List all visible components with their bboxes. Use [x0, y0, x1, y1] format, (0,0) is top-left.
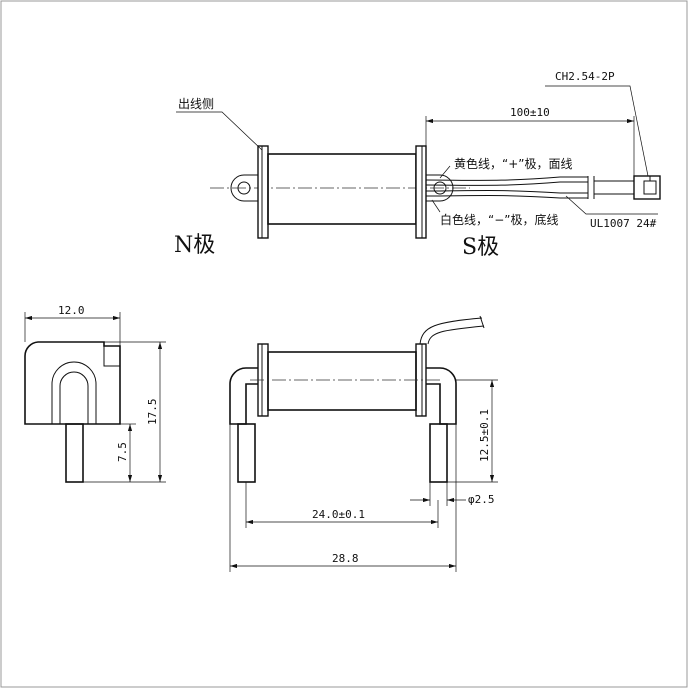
- lead-length-label: 100±10: [510, 106, 550, 119]
- white-wire-label: 白色线，“−”极，底线: [440, 212, 559, 227]
- n-pole-label: N极: [174, 233, 215, 258]
- front-view: 12.5±0.1 φ2.5 24.0±0.1 28.8: [229, 315, 498, 572]
- side-width-label: 12.0: [58, 304, 85, 317]
- connector-label: CH2.54-2P: [555, 70, 615, 83]
- overall-length-label: 28.8: [332, 552, 359, 565]
- s-pole-label: S极: [462, 235, 499, 260]
- side-height-label: 17.5: [146, 399, 159, 426]
- connector-housing: [633, 175, 661, 200]
- top-view: 100±10 CH2.54-2P 出线侧 黄色线，“+”极，面线 白色线，“−”…: [174, 70, 661, 260]
- pin-diameter-label: φ2.5: [468, 493, 495, 506]
- side-view: 12.0 17.5 7.5: [24, 304, 166, 483]
- outlet-side-label: 出线侧: [178, 97, 214, 111]
- height-to-pin-label: 12.5±0.1: [478, 409, 491, 462]
- pin-length-label: 7.5: [116, 442, 129, 462]
- pin-spacing-label: 24.0±0.1: [312, 508, 365, 521]
- yellow-wire-label: 黄色线，“+”极，面线: [454, 157, 573, 171]
- wire-spec-label: UL1007 24#: [590, 217, 657, 230]
